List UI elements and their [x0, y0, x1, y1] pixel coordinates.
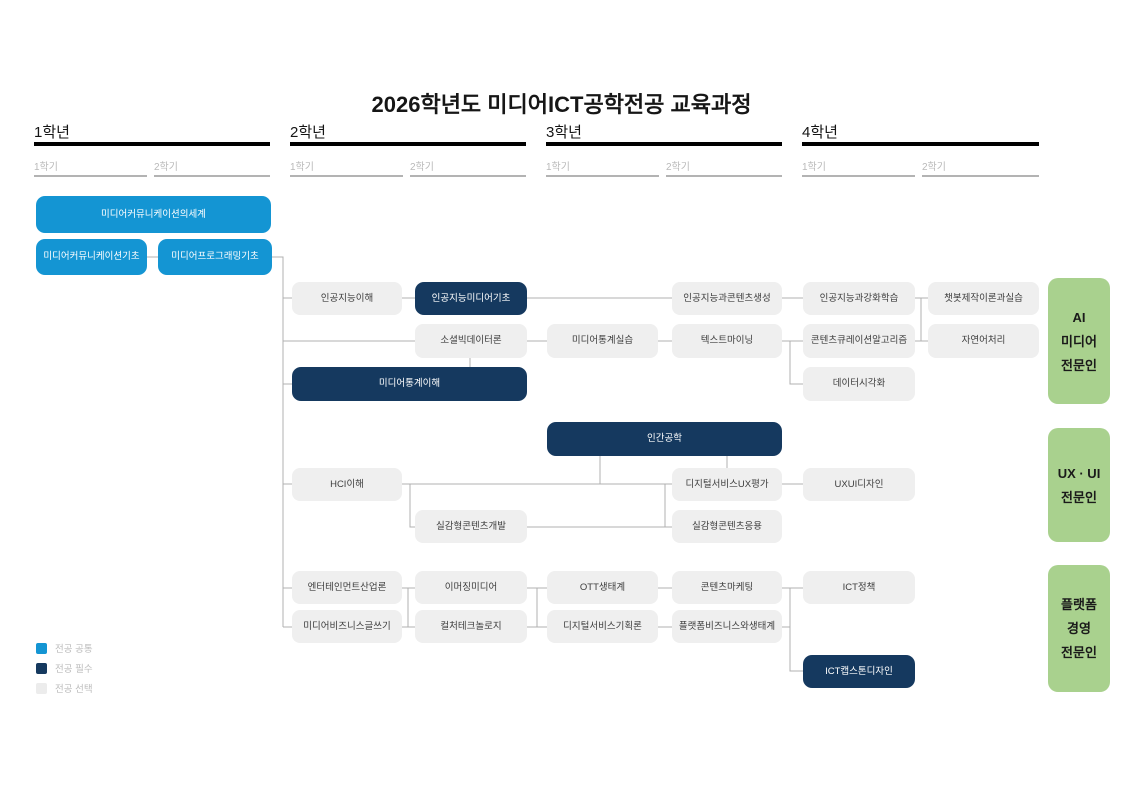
- course-platform-business-ecosystem: 플랫폼비즈니스와생태계: [672, 610, 782, 643]
- course-ict-policy: ICT정책: [803, 571, 915, 604]
- legend-swatch-elective-icon: [36, 682, 47, 694]
- track-line: 전문인: [1061, 357, 1097, 373]
- course-immersive-content-application: 실감형콘텐츠응용: [672, 510, 782, 543]
- course-human-factors-engineering: 인간공학: [547, 422, 782, 456]
- year-rule-1: [34, 142, 270, 146]
- semester-rule-y1s1: [34, 175, 147, 177]
- semester-label-y3s1: 1학기: [546, 162, 570, 173]
- legend: 전공 공통 전공 필수 전공 선택: [36, 641, 93, 695]
- semester-rule-y2s1: [290, 175, 403, 177]
- course-text-mining: 텍스트마이닝: [672, 324, 782, 358]
- track-platform-management-specialist: 플랫폼 경영 전문인: [1048, 565, 1110, 692]
- course-ict-capstone-design: ICT캡스톤디자인: [803, 655, 915, 688]
- year-rule-3: [546, 142, 782, 146]
- year-header-2: 2학년: [290, 124, 326, 141]
- year-header-3: 3학년: [546, 124, 582, 141]
- course-ai-understanding: 인공지능이해: [292, 282, 402, 315]
- legend-item-elective: 전공 선택: [36, 681, 93, 695]
- course-entertainment-industry: 엔터테인먼트산업론: [292, 571, 402, 604]
- course-ott-ecosystem: OTT생태계: [547, 571, 658, 604]
- track-line: 전문인: [1061, 489, 1097, 505]
- semester-rule-y3s2: [666, 175, 782, 177]
- year-header-4: 4학년: [802, 124, 838, 141]
- track-line: 경영: [1067, 621, 1091, 636]
- course-immersive-content-development: 실감형콘텐츠개발: [415, 510, 527, 543]
- course-natural-language-processing: 자연어처리: [928, 324, 1039, 358]
- track-line: AI: [1072, 309, 1086, 325]
- semester-rule-y4s1: [802, 175, 915, 177]
- semester-rule-y2s2: [410, 175, 526, 177]
- semester-label-y2s1: 1학기: [290, 162, 314, 173]
- semester-label-y1s1: 1학기: [34, 162, 58, 173]
- legend-label-common: 전공 공통: [55, 644, 93, 655]
- semester-label-y4s1: 1학기: [802, 162, 826, 173]
- semester-label-y1s2: 2학기: [154, 162, 178, 173]
- legend-swatch-required-icon: [36, 662, 47, 674]
- course-data-visualization: 데이터시각화: [803, 367, 915, 401]
- course-uxui-design: UXUI디자인: [803, 468, 915, 501]
- course-digital-service-planning: 디지털서비스기획론: [547, 610, 658, 643]
- course-media-communication-basics: 미디어커뮤니케이션기초: [36, 239, 147, 275]
- page-title: 2026학년도 미디어ICT공학전공 교육과정: [371, 92, 752, 117]
- course-media-business-writing: 미디어비즈니스글쓰기: [292, 610, 402, 643]
- course-ai-content-generation: 인공지능과콘텐츠생성: [672, 282, 782, 315]
- course-social-big-data: 소셜빅데이터론: [415, 324, 527, 358]
- semester-label-y3s2: 2학기: [666, 162, 690, 173]
- semester-label-y2s2: 2학기: [410, 162, 434, 173]
- semester-rule-y4s2: [922, 175, 1039, 177]
- course-chatbot-theory-practice: 챗봇제작이론과실습: [928, 282, 1039, 315]
- course-ai-media-basics: 인공지능미디어기초: [415, 282, 527, 315]
- year-rule-4: [802, 142, 1039, 146]
- legend-item-required: 전공 필수: [36, 661, 93, 675]
- course-media-communication-world: 미디어커뮤니케이션의세계: [36, 196, 271, 233]
- legend-label-elective: 전공 선택: [55, 684, 93, 695]
- track-line: 미디어: [1061, 333, 1097, 349]
- track-ux-ui-specialist: UX · UI 전문인: [1048, 428, 1110, 542]
- course-media-programming-basics: 미디어프로그래밍기초: [158, 239, 272, 275]
- legend-label-required: 전공 필수: [55, 664, 93, 675]
- year-header-1: 1학년: [34, 124, 70, 141]
- semester-label-y4s2: 2학기: [922, 162, 946, 173]
- course-hci-understanding: HCI이해: [292, 468, 402, 501]
- course-content-marketing: 콘텐츠마케팅: [672, 571, 782, 604]
- course-media-statistics-understanding: 미디어통계이해: [292, 367, 527, 401]
- legend-swatch-common-icon: [36, 642, 47, 654]
- legend-item-common: 전공 공통: [36, 641, 93, 655]
- semester-rule-y1s2: [154, 175, 270, 177]
- track-line: UX · UI: [1057, 465, 1101, 481]
- course-emerging-media: 이머징미디어: [415, 571, 527, 604]
- track-line: 전문인: [1061, 645, 1097, 660]
- course-content-curation-algorithm: 콘텐츠큐레이션알고리즘: [803, 324, 915, 358]
- course-ai-reinforcement-learning: 인공지능과강화학습: [803, 282, 915, 315]
- track-line: 플랫폼: [1061, 597, 1097, 612]
- course-digital-service-ux-evaluation: 디지털서비스UX평가: [672, 468, 782, 501]
- course-media-statistics-practice: 미디어통계실습: [547, 324, 658, 358]
- course-culture-technology: 컬처테크놀로지: [415, 610, 527, 643]
- track-ai-media-specialist: AI 미디어 전문인: [1048, 278, 1110, 404]
- semester-rule-y3s1: [546, 175, 659, 177]
- year-rule-2: [290, 142, 526, 146]
